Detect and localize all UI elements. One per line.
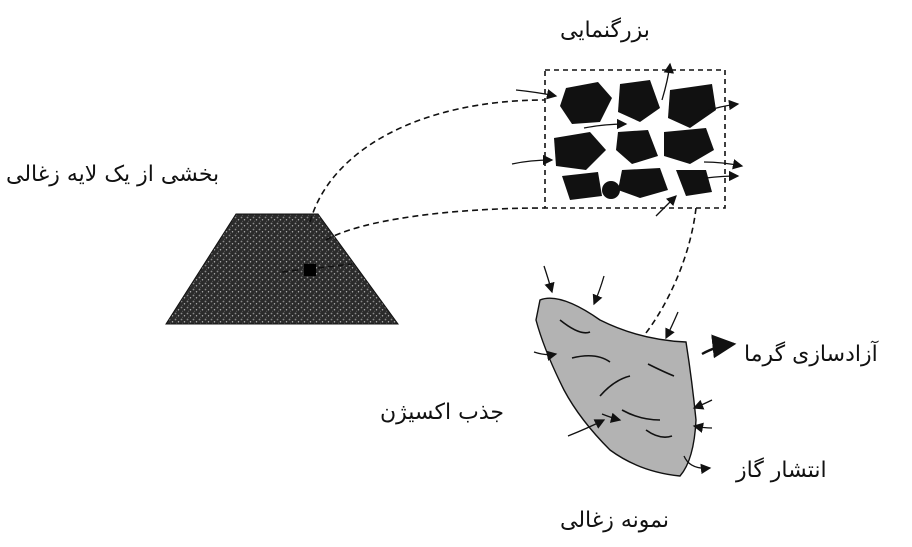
layer-section-label: بخشی از یک لایه زغالی <box>6 164 219 186</box>
arrow-in <box>694 426 712 428</box>
arrow-in <box>594 276 604 304</box>
connector-lower <box>326 208 545 240</box>
oxygen-absorption-label: جذب اکسیژن <box>380 402 504 424</box>
connector-upper <box>310 100 545 222</box>
sample-point-marker <box>304 264 316 276</box>
gas-emission-label: انتشار گاز <box>736 460 827 482</box>
coal-sample-label: نمونه زغالی <box>560 510 669 532</box>
particle <box>602 181 620 199</box>
heat-release-label: آزادسازی گرما <box>744 344 878 366</box>
arrow-heat-out <box>702 344 734 354</box>
magnification-label: بزرگنمایی <box>560 20 650 42</box>
connector-to-sample <box>642 208 696 338</box>
coal-sample <box>534 266 734 476</box>
arrow-in <box>666 312 678 338</box>
coal-particles <box>554 80 716 200</box>
magnified-view <box>512 64 742 216</box>
coal-layer-section <box>166 214 398 324</box>
arrow-in <box>694 400 712 408</box>
arrow-in <box>544 266 552 292</box>
